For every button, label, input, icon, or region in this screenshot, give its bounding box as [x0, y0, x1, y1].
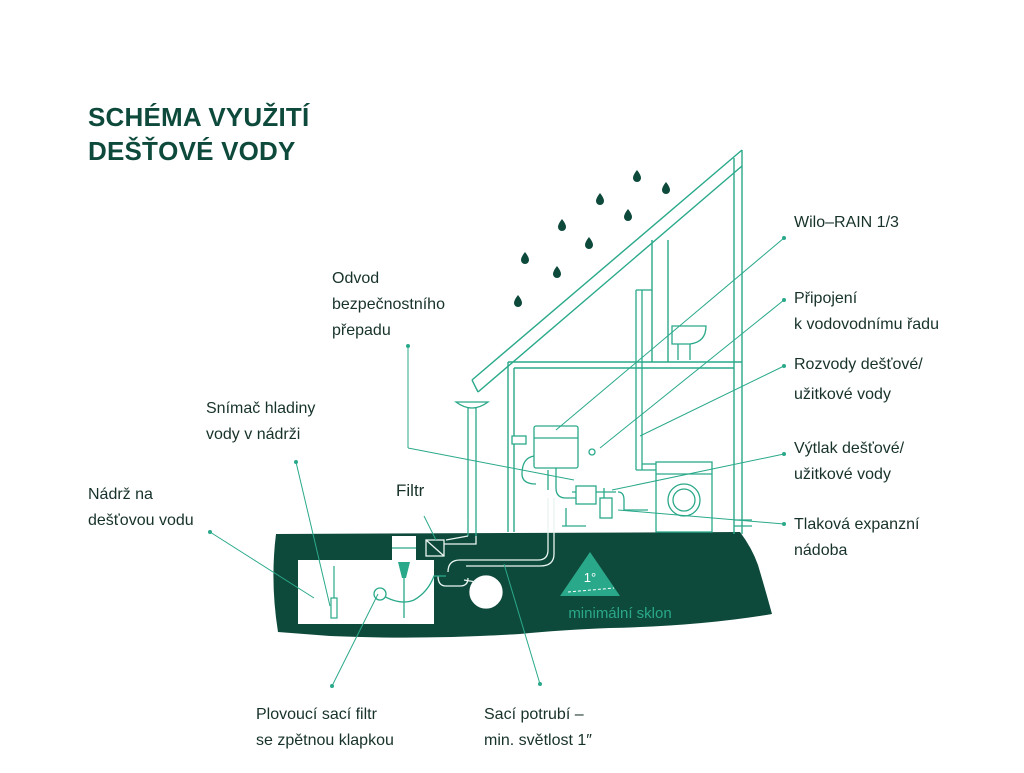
label-wilo-rain-text: Wilo–RAIN 1/3 [794, 214, 899, 231]
leader-lines [209, 237, 785, 687]
pump [575, 485, 597, 505]
underground-pipes [425, 498, 555, 609]
label-filtr: Filtr [396, 478, 424, 504]
label-vytlak-line-2: užitkové vody [794, 466, 891, 483]
label-saci: Sací potrubí – min. světlost 1″ [484, 702, 592, 754]
label-filtr-text: Filtr [396, 481, 425, 500]
label-rozvody: Rozvody dešťové/ užitkové vody [794, 350, 923, 410]
label-snimac: Snímač hladiny vody v nádrži [206, 396, 315, 448]
wall-socket [511, 435, 527, 445]
expansion-vessel [599, 497, 613, 519]
leader-snimac [295, 461, 331, 607]
rain-drops [514, 170, 670, 307]
leader-rozvody [639, 365, 785, 437]
label-vytlak-line-1: Výtlak dešťové/ [794, 440, 905, 457]
suction-pipe [447, 498, 549, 573]
wilo-rain-unit [533, 425, 579, 469]
rain-drop [558, 219, 566, 231]
title-line-1: SCHÉMA VYUŽITÍ [88, 102, 310, 132]
rain-drop [521, 252, 529, 264]
label-snimac-line-2: vody v nádrži [206, 426, 301, 443]
label-nadrz: Nádrž na dešťovou vodu [88, 482, 194, 534]
label-wilo-rain: Wilo–RAIN 1/3 [794, 210, 899, 236]
slope-text: minimální sklon [568, 605, 671, 622]
washing-machine [655, 461, 713, 533]
label-odvod-line-1: Odvod [332, 270, 380, 287]
label-vytlak: Výtlak dešťové/ užitkové vody [794, 436, 904, 488]
gutter-funnel [454, 401, 490, 409]
rain-drop [585, 237, 593, 249]
label-tlakova: Tlaková expanzní nádoba [794, 512, 919, 564]
level-sensor [330, 597, 338, 619]
leader-saci [503, 563, 541, 685]
toilet-upper [671, 325, 707, 360]
label-nadrz-line-2: dešťovou vodu [88, 512, 194, 529]
title-line-2: DEŠŤOVÉ VODY [88, 136, 296, 166]
rain-drop [633, 170, 641, 182]
label-plovouci-line-1: Plovoucí sací filtr [256, 706, 377, 723]
label-plovouci-line-2: se zpětnou klapkou [256, 732, 394, 749]
slope-angle: 1° [584, 570, 596, 585]
rainwater-downpipe [454, 401, 490, 536]
label-tlakova-line-1: Tlaková expanzní [794, 516, 920, 533]
leader-filtr [423, 515, 437, 541]
overflow-pipe [437, 575, 469, 587]
label-rozvody-line-1: Rozvody dešťové/ [794, 356, 923, 373]
label-tlakova-line-2: nádoba [794, 542, 848, 559]
leader-wilo-rain [555, 237, 785, 431]
label-saci-line-2: min. světlost 1″ [484, 732, 592, 749]
leader-vytlak [611, 453, 785, 491]
rain-drop [662, 182, 670, 194]
leader-pripojeni [599, 299, 785, 449]
slope-indicator: 1° minimální sklon [560, 552, 672, 622]
leader-plovouci [331, 593, 379, 687]
leader-nadrz [209, 531, 315, 599]
house-outline [471, 149, 743, 534]
leader-dots [208, 236, 786, 688]
rain-drop [514, 295, 522, 307]
label-pripojeni-line-2: k vodovodnímu řadu [794, 316, 939, 333]
label-nadrz-line-1: Nádrž na [88, 486, 153, 503]
soakaway [469, 575, 503, 609]
label-odvod-line-3: přepadu [332, 322, 391, 339]
label-saci-line-1: Sací potrubí – [484, 706, 584, 723]
leader-odvod-2 [407, 447, 575, 481]
floating-suction-hose [379, 575, 446, 603]
wilo-rain-system [511, 425, 648, 527]
rain-drop [553, 266, 561, 278]
label-rozvody-line-2: užitkové vody [794, 386, 891, 403]
label-plovouci: Plovoucí sací filtr se zpětnou klapkou [256, 702, 394, 754]
label-odvod: Odvod bezpečnostního přepadu [332, 266, 445, 344]
water-tank [298, 536, 446, 624]
leader-tlakova [617, 509, 785, 525]
rain-drop [596, 193, 604, 205]
label-odvod-line-2: bezpečnostního [332, 296, 445, 313]
rain-drop [624, 209, 632, 221]
label-pripojeni-line-1: Připojení [794, 290, 858, 307]
label-pripojeni: Připojení k vodovodnímu řadu [794, 286, 939, 338]
label-snimac-line-1: Snímač hladiny [206, 400, 316, 417]
page-title: SCHÉMA VYUŽITÍ DEŠŤOVÉ VODY [88, 100, 309, 168]
distribution-pipes [635, 289, 752, 527]
